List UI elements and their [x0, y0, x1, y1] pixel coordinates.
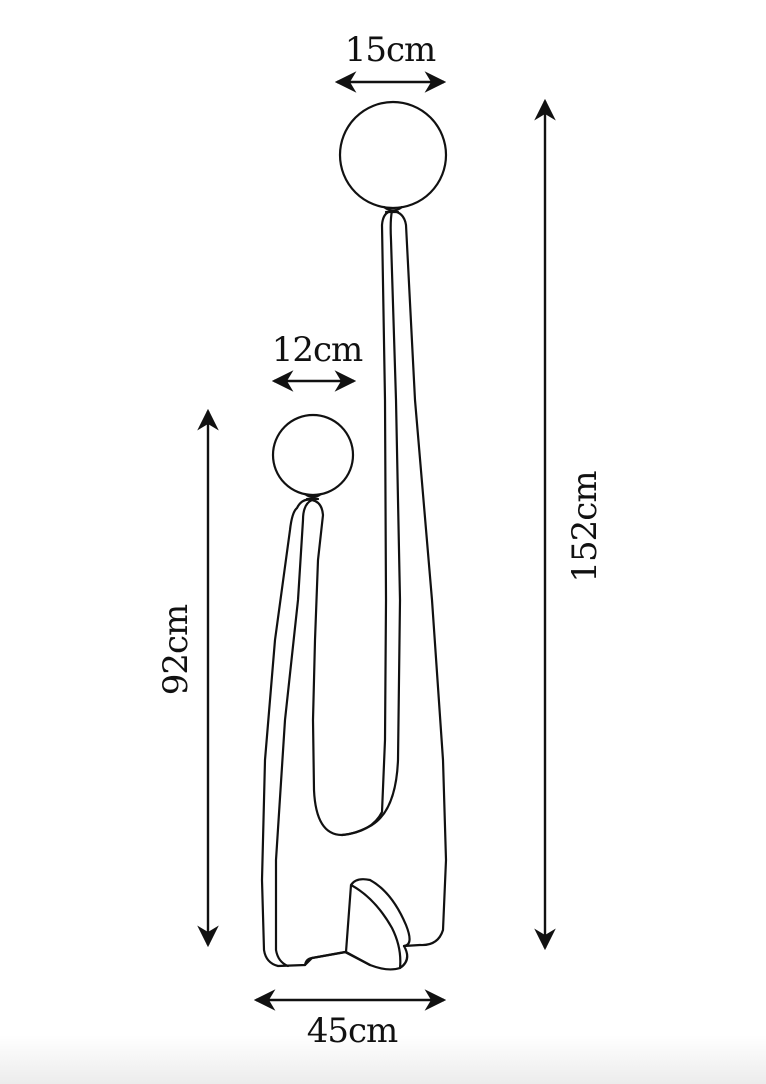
small-arm-front-edge	[274, 498, 314, 968]
base-line	[303, 950, 372, 967]
tall-lamp-height-label: 152cm	[565, 471, 605, 583]
large-globe-width-label: 15cm	[344, 30, 437, 70]
large-globe	[338, 100, 448, 210]
small-lamp-height-label: 92cm	[156, 604, 196, 696]
small-globe-width-label: 12cm	[271, 330, 364, 370]
tall-arm-front-edge	[340, 209, 402, 837]
small-globe	[271, 413, 355, 497]
lamp-body-outline	[260, 209, 448, 971]
base-foot	[344, 878, 411, 970]
base-width-label: 45cm	[306, 1011, 399, 1051]
